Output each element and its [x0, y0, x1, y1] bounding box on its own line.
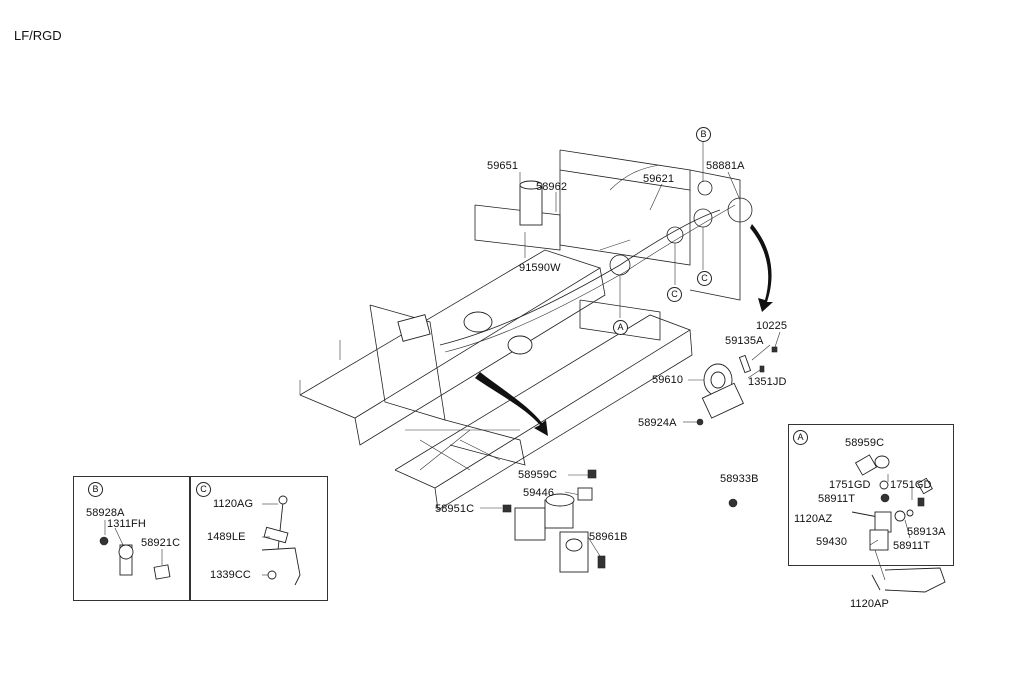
part-label-58951C: 58951C [435, 503, 475, 515]
part-label-58924A: 58924A [638, 417, 677, 429]
detail-box-b [73, 476, 191, 601]
callout-a-main: A [613, 320, 628, 335]
part-label-59610: 59610 [652, 374, 684, 386]
pointer-arrows [475, 224, 773, 436]
callout-a-box: A [793, 430, 808, 445]
part-label-58928A: 58928A [86, 507, 125, 519]
part-label-58959C: 58959C [518, 469, 558, 481]
detail-box-c [189, 476, 328, 601]
part-label-91590W: 91590W [519, 262, 561, 274]
part-label-a-1751GD-left: 1751GD [829, 479, 871, 491]
part-label-1339CC: 1339CC [210, 569, 251, 581]
part-label-59446: 59446 [523, 487, 555, 499]
callout-c-main-1: C [667, 287, 682, 302]
part-label-59135A: 59135A [725, 335, 764, 347]
part-label-a-58911T-top: 58911T [818, 493, 856, 505]
part-label-a-59430: 59430 [816, 536, 848, 548]
part-label-a-58959C: 58959C [845, 437, 885, 449]
callout-b-main: B [696, 127, 711, 142]
part-label-58933B: 58933B [720, 473, 759, 485]
part-label-58921C: 58921C [141, 537, 181, 549]
part-label-59621: 59621 [643, 173, 675, 185]
detail-b-parts [99, 520, 171, 580]
callout-c-box: C [196, 482, 211, 497]
valve-assembly [480, 469, 606, 573]
part-label-58962: 58962 [536, 181, 568, 193]
part-label-a-1120AP: 1120AP [850, 598, 889, 610]
detail-c-parts [261, 495, 301, 586]
detail-a-parts [851, 454, 946, 593]
part-label-1489LE: 1489LE [207, 531, 246, 543]
chassis-frame [299, 140, 753, 511]
center-parts [696, 346, 778, 508]
callout-b-box: B [88, 482, 103, 497]
part-label-a-58913A: 58913A [907, 526, 946, 538]
part-label-a-1751GD-right: 1751GD [890, 479, 932, 491]
label-leaders [519, 171, 781, 423]
detail-box-a [788, 424, 954, 566]
part-label-59651: 59651 [487, 160, 519, 172]
page-title: LF/RGD [14, 28, 62, 43]
part-label-a-1120AZ: 1120AZ [794, 513, 833, 525]
part-label-1351JD: 1351JD [748, 376, 787, 388]
part-label-10225: 10225 [756, 320, 788, 332]
part-label-1311FH: 1311FH [107, 518, 146, 530]
part-label-58961B: 58961B [589, 531, 628, 543]
part-label-1120AG: 1120AG [213, 498, 254, 510]
callout-c-main-2: C [697, 271, 712, 286]
part-label-a-58911T-bottom: 58911T [893, 540, 931, 552]
part-label-58881A: 58881A [706, 160, 745, 172]
